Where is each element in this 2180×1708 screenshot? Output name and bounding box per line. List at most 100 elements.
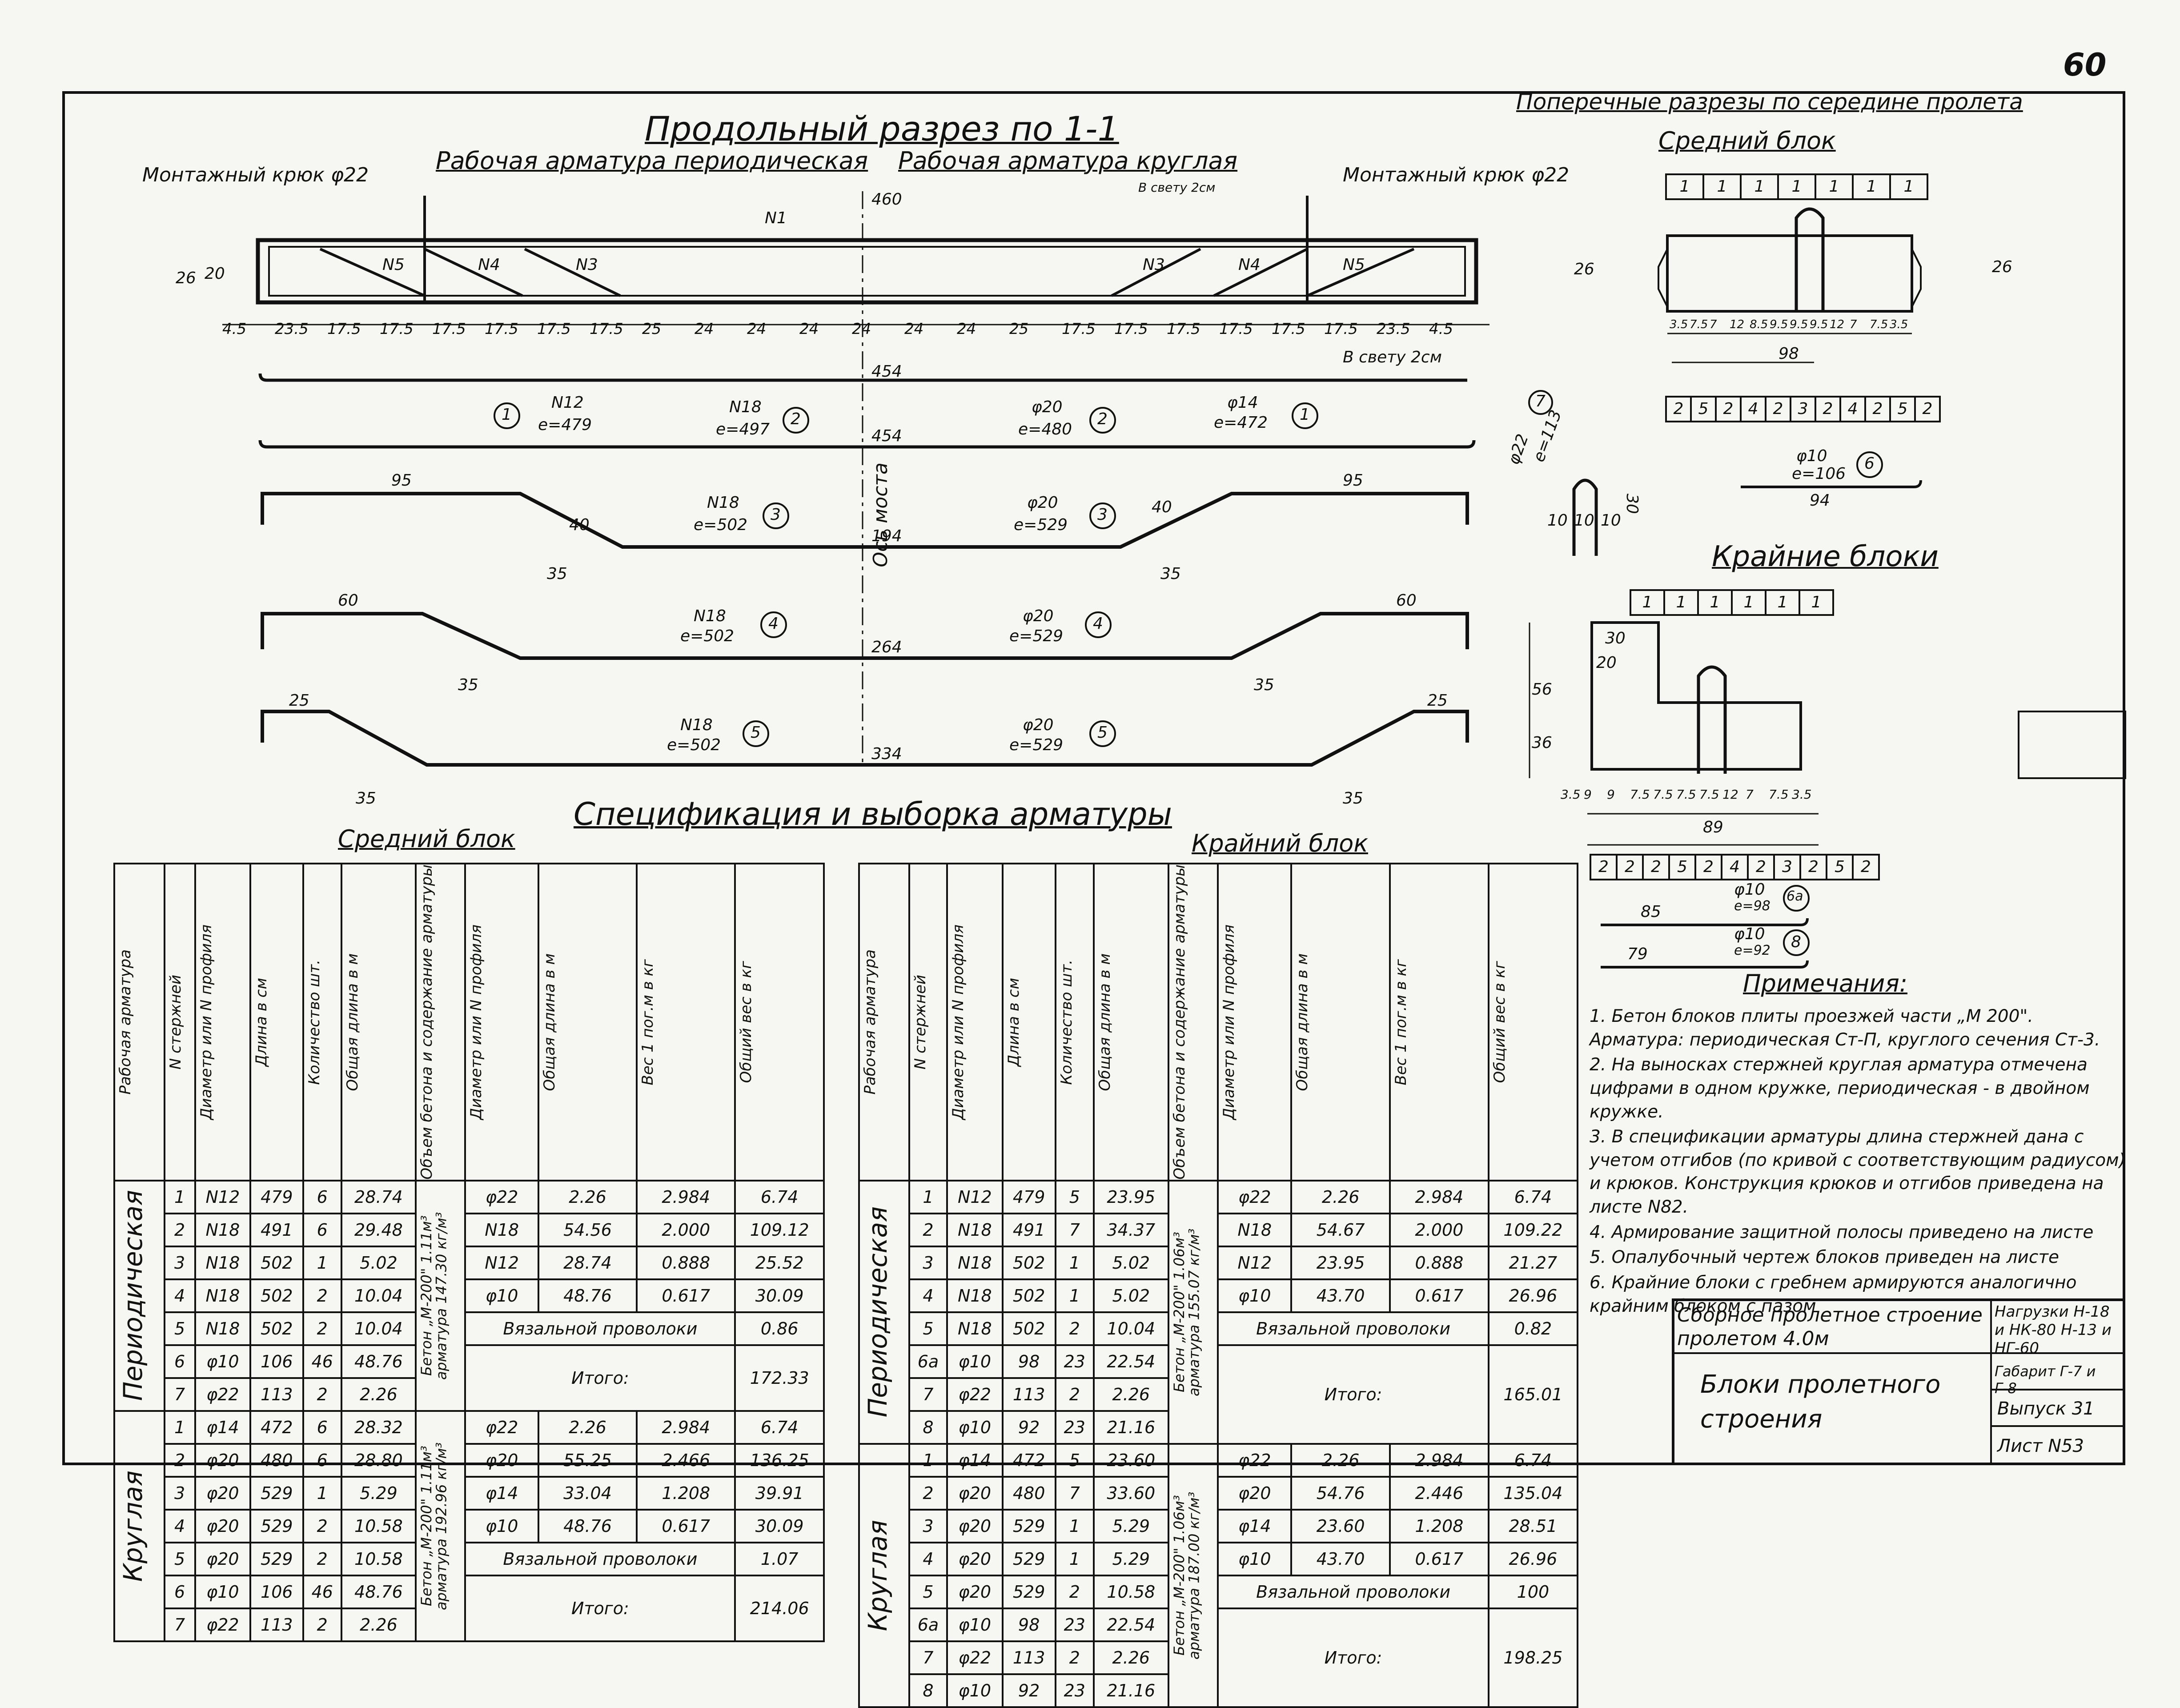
cross-section-title: Поперечные разрезы по середине пролета: [1516, 89, 2023, 115]
spacing-dim: 17.5: [380, 320, 414, 338]
spec-cell: 2: [163, 1212, 196, 1247]
hook-dim-10a: 10: [1547, 511, 1568, 530]
spec-header-cell: Общая длина в м: [1093, 863, 1169, 1182]
spec-header-cell: Общая длина в м: [537, 863, 638, 1182]
bar1-num-right: 1: [1300, 406, 1310, 424]
spacing-dim: 17.5: [1167, 320, 1200, 338]
bar-label-n5-left: N5: [382, 256, 405, 274]
bar3-dim-right-95: 95: [1343, 471, 1363, 490]
spec-cell: 113: [249, 1377, 304, 1412]
bar5-mark-right: φ20: [1023, 716, 1054, 734]
middle-total-98: 98: [1779, 345, 1799, 363]
spec-cell: 2: [1054, 1574, 1095, 1609]
bar-mark-box: 4: [1721, 854, 1749, 880]
spec-sel-cell: 25.52: [734, 1245, 825, 1280]
bar3-dim-right-40: 40: [1152, 498, 1172, 516]
spec-header-text: Диаметр или N профиля: [197, 924, 215, 1120]
spec-cell: 113: [1001, 1640, 1056, 1675]
spacing-dim: 17.5: [432, 320, 466, 338]
spec-group-cell: Круглая: [858, 1443, 910, 1708]
bar5-dim-left-25: 25: [289, 691, 309, 710]
spec-cell: 21.16: [1093, 1673, 1169, 1708]
spec-concrete-cell: Бетон „М-200" 1.11м³ арматура 192.96 кг/…: [415, 1410, 466, 1642]
bar3-dim-right-35: 35: [1160, 565, 1181, 583]
spec-cell: 98: [1001, 1607, 1056, 1642]
bar-mark-box: 5: [1668, 854, 1696, 880]
spec-cell: φ10: [194, 1574, 252, 1609]
width-dim: 12: [1830, 318, 1845, 331]
spec-cell: 28.80: [340, 1443, 417, 1478]
width-dim: 7.5: [1769, 787, 1789, 802]
spec-cell: 10.04: [1093, 1311, 1169, 1346]
spec-total-label: Итого:: [1217, 1344, 1489, 1445]
spec-sel-cell: 28.51: [1487, 1508, 1579, 1543]
spec-cell: N12: [194, 1179, 252, 1214]
width-dim: 3.5: [1890, 318, 1908, 331]
bar-8-e: е=92: [1734, 943, 1770, 958]
note-item: 2. На выносках стержней круглая арматура…: [1590, 1055, 2090, 1122]
spec-sel-cell: 48.76: [537, 1508, 638, 1543]
width-dim: 7.5: [1653, 787, 1673, 802]
spec-sel-cell: φ10: [464, 1278, 539, 1313]
spec-header-text: Общий вес в кг: [737, 961, 755, 1083]
bar-8-num: 8: [1791, 933, 1801, 951]
spec-sel-cell: 109.22: [1487, 1212, 1579, 1247]
spec-header-text: Длина в см: [253, 977, 271, 1067]
bar1-mark-left: N12: [551, 394, 584, 412]
hook-dim-30: 30: [1623, 494, 1641, 514]
spacing-dim: 24: [852, 320, 871, 338]
spacing-dim: 25: [1009, 320, 1029, 338]
spec-header-text: Объем бетона и содержание арматуры: [418, 864, 436, 1180]
spec-total-label: Итого:: [464, 1574, 736, 1642]
spec-cell: 529: [249, 1475, 304, 1511]
bar3-e-right: е=529: [1014, 516, 1068, 534]
spacing-dim: 17.5: [1114, 320, 1148, 338]
notes-title: Примечания:: [1743, 969, 1908, 997]
spec-header-cell: Общий вес в кг: [734, 863, 825, 1182]
spec-cell: 106: [249, 1574, 304, 1609]
spec-cell: φ10: [946, 1410, 1004, 1445]
bar2-num-right: 2: [1097, 410, 1108, 428]
spec-cell: 10.58: [340, 1508, 417, 1543]
spec-cell: 529: [1001, 1508, 1056, 1543]
spec-header-text: Общая длина в м: [540, 953, 558, 1091]
spec-cell: 23.60: [1093, 1443, 1169, 1478]
spec-total-value: 165.01: [1487, 1344, 1579, 1445]
spec-cell: 22.54: [1093, 1344, 1169, 1379]
spec-cell: 6а: [908, 1344, 948, 1379]
spec-header-text: Количество шт.: [1057, 959, 1076, 1085]
spec-wire-value: 0.82: [1487, 1311, 1579, 1346]
spacing-dim: 24: [799, 320, 819, 338]
note-item: 1. Бетон блоков плиты проезжей части „М …: [1590, 1006, 2100, 1050]
spec-cell: 2: [302, 1607, 342, 1642]
spec-cell: φ22: [194, 1607, 252, 1642]
spacing-dim: 23.5: [275, 320, 309, 338]
bar-6-num: 6: [1864, 454, 1875, 473]
spec-cell: 5: [908, 1574, 948, 1609]
bar3-mark-right: φ20: [1027, 494, 1058, 512]
edge-hook: [1697, 665, 1727, 774]
bar-shape-2: [258, 440, 1476, 449]
spec-sel-cell: 54.56: [537, 1212, 638, 1247]
spec-cell: φ20: [946, 1574, 1004, 1609]
spacing-dim: 24: [904, 320, 924, 338]
spec-cell: 472: [1001, 1443, 1056, 1478]
bar-label-n4-right: N4: [1238, 256, 1261, 274]
bar-mark-box: 1: [1630, 589, 1665, 616]
hook-7-num: 7: [1535, 392, 1546, 410]
spec-cell: 22.54: [1093, 1607, 1169, 1642]
bar4-dim-right-60: 60: [1396, 591, 1417, 610]
spec-sel-cell: N12: [464, 1245, 539, 1280]
spec-cell: 29.48: [340, 1212, 417, 1247]
spec-cell: 529: [249, 1541, 304, 1576]
